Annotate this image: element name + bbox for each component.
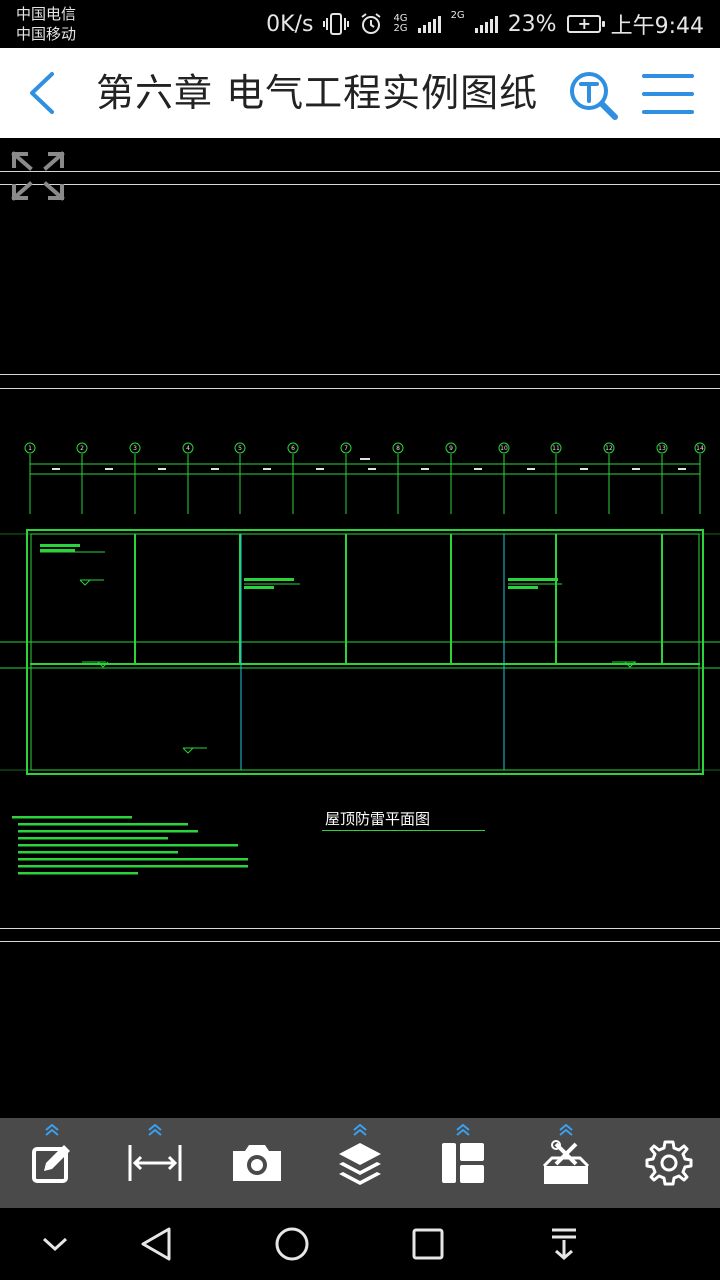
axis-label: 7: [344, 445, 348, 452]
sheet-border-line: [0, 928, 720, 929]
axis-label: 11: [552, 445, 560, 452]
edit-icon: [32, 1145, 70, 1183]
edit-tool-button[interactable]: [7, 1118, 97, 1208]
signal-icon: [417, 15, 441, 33]
page-title: 第六章 电气工程实例图纸: [96, 71, 539, 115]
carrier-2: 中国移动: [16, 25, 77, 43]
signal-icon-2: [474, 15, 498, 33]
layers-button[interactable]: [315, 1118, 405, 1208]
battery-percent: 23%: [507, 11, 557, 37]
bottom-toolbar: [0, 1118, 720, 1208]
axis-label: 8: [396, 445, 400, 452]
sheet-border-line: [0, 388, 720, 389]
network-type-1: 4G: [393, 13, 408, 24]
axis-grid-lines: [29, 454, 701, 514]
back-triangle-icon: [141, 1227, 171, 1261]
carrier-info: 中国电信 中国移动: [16, 4, 76, 44]
back-nav-button[interactable]: [131, 1222, 181, 1266]
recents-square-icon: [412, 1228, 444, 1260]
expand-up-icon: [148, 1124, 162, 1136]
roof-lightning-plan: 1 2 3 4 5 6 7 8 9 10 11 12 13 14: [0, 442, 720, 775]
axis-label: 6: [291, 445, 295, 452]
chevron-left-icon: [30, 72, 54, 114]
drawing-notes: [12, 816, 248, 875]
text-search-button[interactable]: [568, 70, 620, 122]
axis-label: 13: [658, 445, 666, 452]
notification-pull-button[interactable]: [539, 1222, 589, 1266]
network-speed: 0K/s: [266, 11, 314, 37]
expand-up-icon: [559, 1124, 573, 1136]
settings-icon: [645, 1140, 693, 1186]
app-header: 第六章 电气工程实例图纸: [0, 48, 720, 138]
drawing-canvas[interactable]: 1 2 3 4 5 6 7 8 9 10 11 12 13 14: [0, 138, 720, 1118]
status-icons: 0K/s 4G 2G 2G 23% + 上午9:44: [266, 9, 704, 40]
expand-up-icon: [45, 1124, 59, 1136]
network-type-2: 2G: [393, 23, 408, 34]
camera-icon: [233, 1145, 281, 1181]
text-search-icon: [570, 72, 618, 120]
sheet-border-line: [0, 184, 720, 185]
alarm-icon: [361, 13, 382, 34]
chevron-down-icon: [42, 1237, 68, 1252]
measure-icon: [128, 1145, 182, 1181]
home-nav-button[interactable]: [267, 1222, 317, 1266]
sheet-border-line: [0, 374, 720, 375]
annotation-text-marks: [40, 544, 558, 589]
home-circle-icon: [275, 1227, 309, 1261]
hamburger-menu-icon: [642, 74, 694, 114]
toolbox-icon: [542, 1140, 590, 1184]
drawing-title: 屋顶防雷平面图: [325, 810, 431, 828]
battery-icon: +: [566, 14, 605, 33]
screenshot-button[interactable]: [212, 1118, 302, 1208]
menu-button[interactable]: [642, 72, 694, 116]
axis-bubbles: [24, 442, 706, 454]
layout-button[interactable]: [418, 1118, 508, 1208]
axis-label: 1: [28, 445, 32, 452]
toolbox-button[interactable]: [521, 1118, 611, 1208]
settings-button[interactable]: [624, 1118, 714, 1208]
axis-label: 3: [133, 445, 137, 452]
drawing-title-underline: [322, 830, 485, 831]
status-bar: 中国电信 中国移动 0K/s 4G 2G 2G 23% + 上午9:44: [0, 0, 720, 48]
layout-icon: [442, 1143, 484, 1183]
network-type-3: 2G: [450, 10, 465, 21]
sheet-border-line: [0, 171, 720, 172]
expand-icon: [11, 151, 65, 201]
axis-label: 9: [449, 445, 453, 452]
expand-up-icon: [456, 1124, 470, 1136]
back-button[interactable]: [20, 68, 68, 118]
layers-icon: [339, 1143, 381, 1185]
clock: 上午9:44: [610, 14, 704, 39]
axis-label: 14: [696, 445, 704, 452]
dimension-text-marks: [52, 458, 686, 470]
recents-nav-button[interactable]: [403, 1222, 453, 1266]
system-nav-bar: [0, 1208, 720, 1280]
axis-label: 12: [605, 445, 613, 452]
vibrate-icon: [323, 13, 350, 35]
fullscreen-button[interactable]: [10, 150, 66, 202]
pull-down-icon: [552, 1228, 576, 1260]
axis-label: 10: [500, 445, 508, 452]
carrier-1: 中国电信: [16, 5, 77, 23]
sheet-border-line: [0, 941, 720, 942]
axis-label: 5: [238, 445, 242, 452]
axis-label: 4: [186, 445, 190, 452]
axis-label: 2: [80, 445, 84, 452]
hide-keyboard-button[interactable]: [30, 1222, 80, 1266]
expand-up-icon: [353, 1124, 367, 1136]
measure-tool-button[interactable]: [110, 1118, 200, 1208]
